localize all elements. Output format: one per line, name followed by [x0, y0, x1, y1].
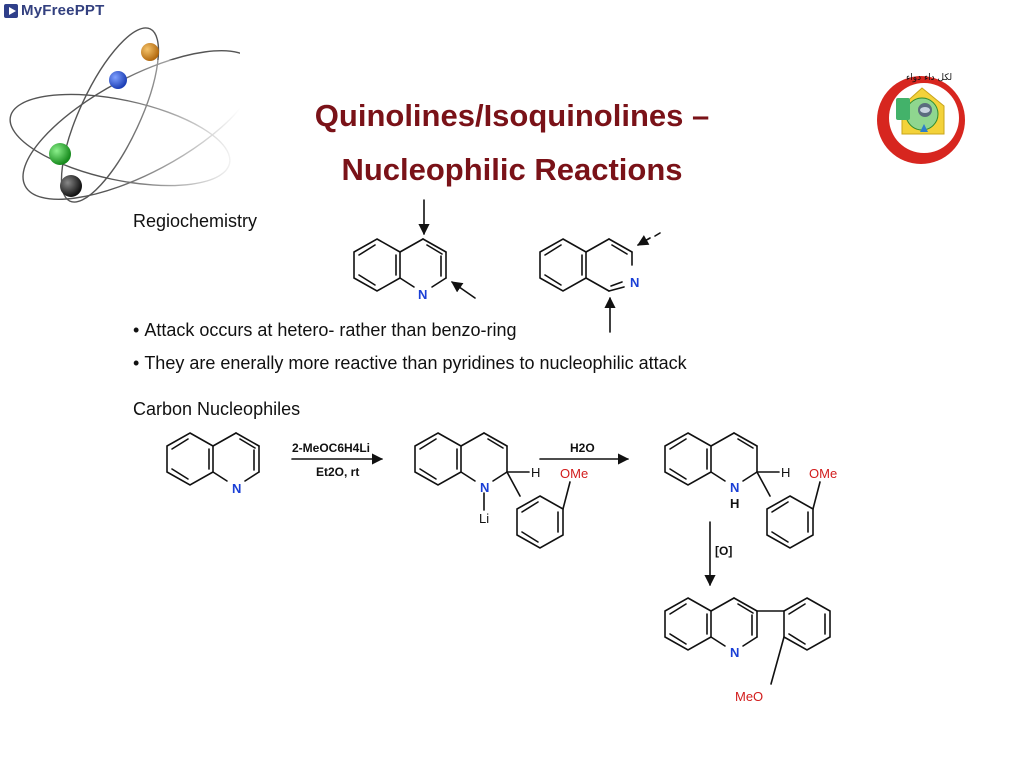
reagent-label: 2-MeOC6H4Li	[292, 441, 370, 455]
play-icon	[4, 3, 18, 18]
isoquinoline-structure	[539, 238, 633, 292]
2-arylquinoline-product	[664, 597, 831, 685]
lithium-label: Li	[479, 511, 489, 526]
nitrogen-label: N	[730, 480, 739, 495]
slide-title-line-2: Nucleophilic Reactions	[341, 152, 683, 187]
hydrogen-label: H	[781, 465, 790, 480]
atom-model-icon	[9, 27, 240, 230]
methoxy-label: OMe	[809, 466, 837, 481]
university-emblem-logo: لكل داء دواء	[877, 73, 965, 164]
methoxy-label: OMe	[560, 466, 588, 481]
attack-arrow	[637, 235, 651, 246]
methoxy-label: MeO	[735, 689, 763, 704]
hydrogen-label: H	[730, 496, 739, 511]
reagent-label: [O]	[715, 544, 732, 558]
bullet-point: Attack occurs at hetero- rather than ben…	[133, 320, 516, 341]
nitrogen-label: N	[232, 481, 241, 496]
slide-title-line-1: Quinolines/Isoquinolines –	[314, 98, 710, 133]
nitrogen-label: N	[418, 287, 427, 302]
dihydroquinoline-product	[664, 432, 821, 549]
regiochemistry-heading: Regiochemistry	[133, 211, 258, 231]
reagent-label: H2O	[570, 441, 595, 455]
n-lithio-dihydroquinoline	[414, 432, 571, 549]
svg-text:لكل داء دواء: لكل داء دواء	[906, 73, 952, 83]
nitrogen-label: N	[630, 275, 639, 290]
dash-mark	[654, 232, 661, 237]
hydrogen-label: H	[531, 465, 540, 480]
quinoline-structure	[353, 238, 447, 292]
nitrogen-label: N	[480, 480, 489, 495]
quinoline-reactant	[166, 432, 260, 486]
bullet-point: They are enerally more reactive than pyr…	[133, 353, 686, 374]
brand-text: MyFreePPT	[21, 2, 105, 19]
reagent-label: Et2O, rt	[316, 465, 359, 479]
carbon-nucleophiles-heading: Carbon Nucleophiles	[133, 399, 301, 419]
attack-arrow	[451, 281, 476, 299]
nitrogen-label: N	[730, 645, 739, 660]
brand-logo: MyFreePPT	[4, 2, 105, 19]
